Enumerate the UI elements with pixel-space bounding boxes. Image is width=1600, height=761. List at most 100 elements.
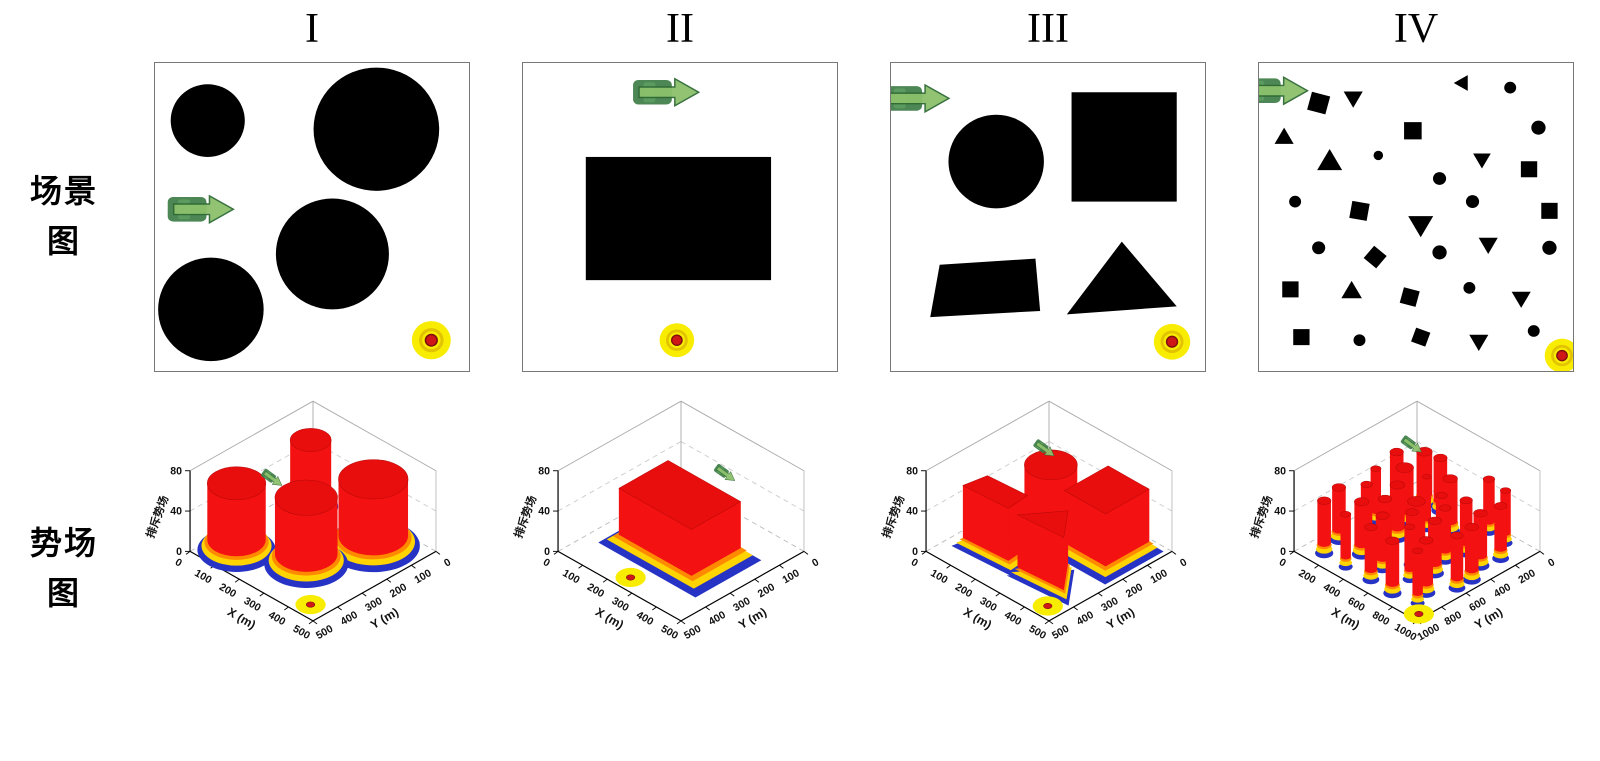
svg-text:0: 0	[1277, 556, 1288, 569]
obstacle-circle	[1527, 325, 1540, 337]
goal-icon-3d	[295, 595, 326, 615]
svg-text:0: 0	[176, 546, 182, 558]
obstacle-circle	[313, 67, 440, 191]
column-header-1: I	[305, 6, 319, 52]
obstacle-circle	[1312, 241, 1326, 255]
svg-text:800: 800	[1443, 609, 1464, 628]
obstacle-square	[1293, 329, 1310, 346]
svg-text:400: 400	[1075, 609, 1096, 628]
svg-text:0: 0	[541, 556, 552, 569]
svg-text:0: 0	[909, 556, 920, 569]
svg-text:0: 0	[544, 546, 550, 558]
svg-text:500: 500	[682, 623, 703, 642]
obstacle-circle	[275, 198, 389, 310]
svg-text:0: 0	[1280, 546, 1286, 558]
z-axis-label: 排斥势场	[1247, 494, 1275, 540]
obstacle-circle	[1289, 195, 1302, 208]
svg-text:0: 0	[810, 556, 821, 569]
svg-text:0: 0	[173, 556, 184, 569]
svg-text:500: 500	[1050, 623, 1071, 642]
svg-text:80: 80	[906, 465, 918, 477]
svg-text:400: 400	[1492, 581, 1513, 600]
obstacle-circle	[158, 257, 264, 362]
row-label-scene: 场景图	[29, 173, 98, 259]
svg-text:200: 200	[585, 581, 606, 600]
obstacle-circle	[948, 114, 1044, 209]
obstacle-square	[1282, 281, 1299, 298]
goal-icon	[1544, 338, 1573, 371]
svg-text:400: 400	[1002, 609, 1023, 628]
svg-text:1000: 1000	[1415, 621, 1441, 643]
svg-text:400: 400	[266, 609, 287, 628]
obstacle-circle	[170, 84, 245, 157]
obstacle-circle	[1432, 245, 1447, 260]
svg-text:500: 500	[314, 623, 335, 642]
svg-text:100: 100	[1148, 567, 1169, 586]
svg-text:500: 500	[659, 623, 680, 642]
svg-text:400: 400	[707, 609, 728, 628]
vehicle-icon-3d	[1033, 439, 1055, 457]
svg-text:0: 0	[912, 546, 918, 558]
svg-text:0: 0	[1178, 556, 1189, 569]
svg-text:400: 400	[339, 609, 360, 628]
svg-text:100: 100	[412, 567, 433, 586]
svg-text:0: 0	[1546, 556, 1557, 569]
obstacle-triangle	[1343, 91, 1363, 108]
obstacle-triangle	[1408, 216, 1434, 238]
goal-icon	[659, 323, 695, 358]
scene-panel-2	[522, 62, 838, 372]
scene-panel-4	[1258, 62, 1574, 372]
column-header-3: III	[1027, 6, 1069, 52]
obstacle-square	[1541, 202, 1558, 219]
svg-text:40: 40	[538, 506, 550, 518]
vehicle-icon	[891, 83, 951, 114]
obstacle-triangle	[1317, 148, 1343, 171]
column-header-4: IV	[1393, 6, 1439, 52]
svg-text:80: 80	[538, 465, 550, 477]
svg-text:200: 200	[953, 581, 974, 600]
svg-text:80: 80	[1274, 465, 1286, 477]
svg-text:0: 0	[442, 556, 453, 569]
z-axis-label: 排斥势场	[511, 494, 539, 540]
svg-text:100: 100	[560, 567, 581, 586]
svg-text:200: 200	[1296, 567, 1317, 586]
corner-spacer	[0, 0, 128, 58]
obstacle-circle	[1463, 281, 1476, 294]
obstacle-square	[1404, 122, 1422, 140]
svg-text:200: 200	[1124, 581, 1145, 600]
obstacle-triangle	[1473, 153, 1491, 169]
scene-panel-3	[890, 62, 1206, 372]
goal-icon-3d	[1403, 604, 1434, 624]
obstacle-polygon	[930, 258, 1041, 318]
vehicle-icon	[633, 77, 701, 107]
obstacle-rect	[1071, 92, 1177, 202]
svg-text:40: 40	[170, 506, 182, 518]
obstacle-polygon	[1066, 241, 1177, 315]
svg-text:40: 40	[906, 506, 918, 518]
obstacle-circle	[1504, 81, 1517, 94]
obstacle-square	[1349, 200, 1370, 221]
svg-text:80: 80	[170, 465, 182, 477]
obstacle-circle	[1353, 334, 1366, 347]
svg-text:800: 800	[1370, 609, 1391, 628]
svg-text:400: 400	[634, 609, 655, 628]
svg-text:200: 200	[1516, 567, 1537, 586]
goal-icon-3d	[615, 567, 646, 588]
vehicle-icon-3d	[1400, 435, 1422, 453]
obstacle-triangle	[1341, 280, 1362, 299]
obstacle-triangle	[1478, 237, 1498, 254]
obstacle-triangle	[1511, 291, 1531, 308]
obstacle-square	[1520, 161, 1538, 178]
svg-text:100: 100	[780, 567, 801, 586]
svg-text:500: 500	[1027, 623, 1048, 642]
svg-text:500: 500	[291, 623, 312, 642]
z-axis-label: 排斥势场	[143, 494, 171, 540]
svg-text:200: 200	[388, 581, 409, 600]
obstacle-rect	[585, 156, 772, 281]
obstacle-circle	[1432, 172, 1447, 185]
obstacle-circle	[1531, 120, 1546, 135]
vehicle-icon	[1259, 75, 1310, 106]
